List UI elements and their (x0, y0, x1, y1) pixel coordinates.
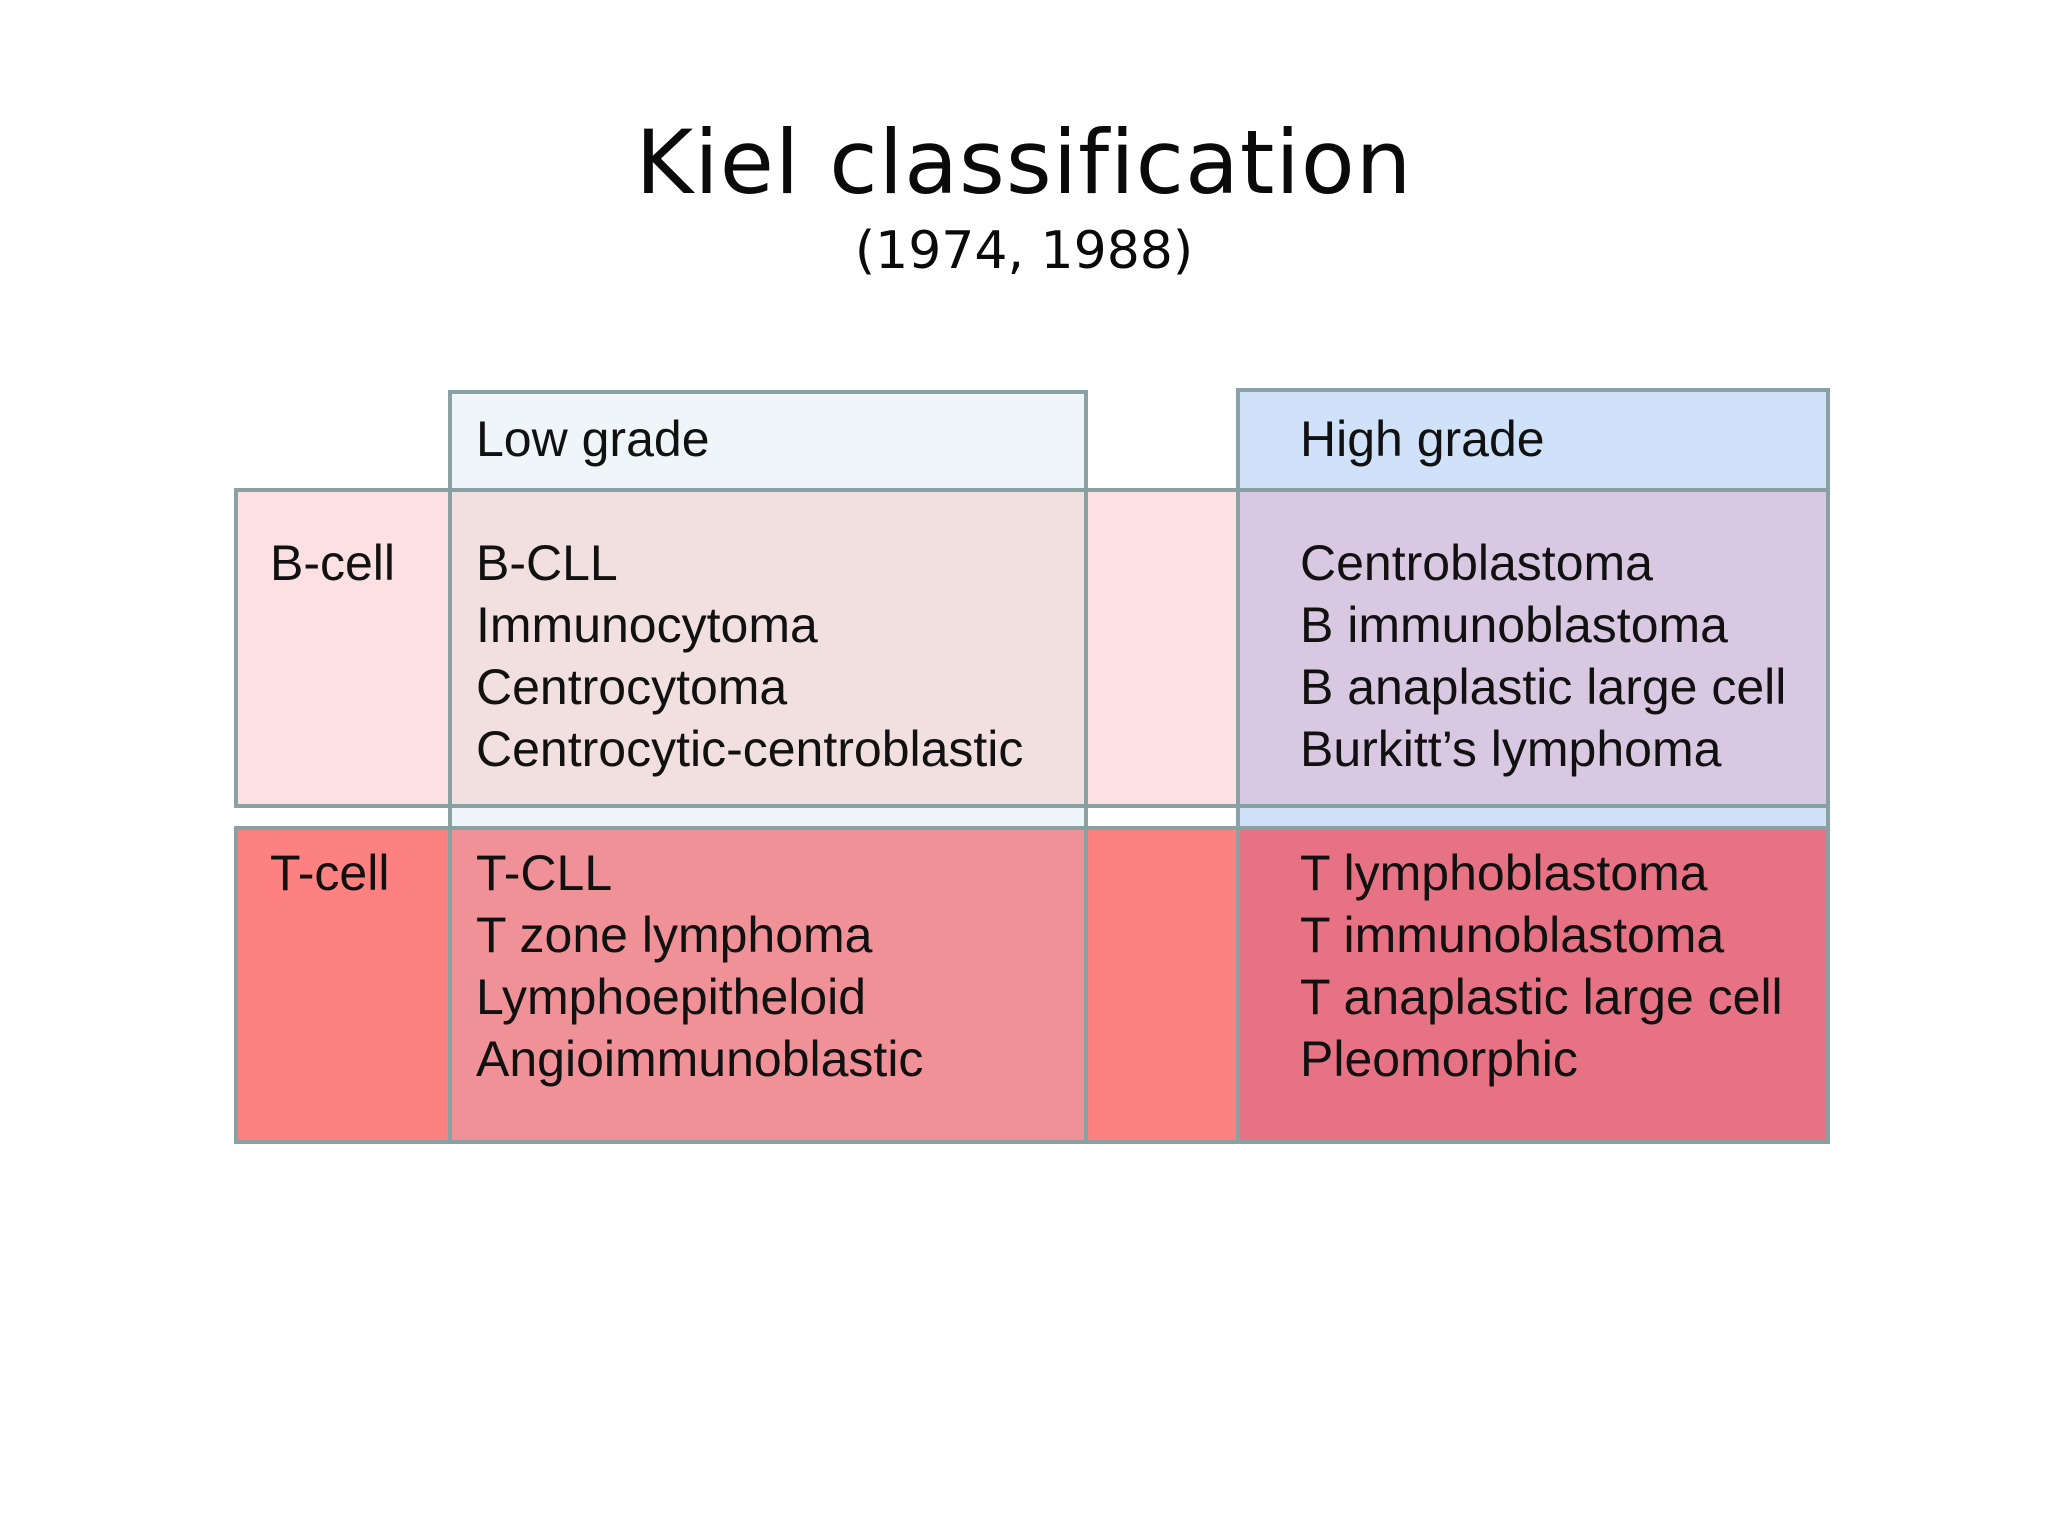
list-item: B anaplastic large cell (1300, 659, 1787, 715)
list-item: Lymphoepitheloid (476, 969, 867, 1025)
list-item: Centroblastoma (1300, 535, 1653, 591)
t-cell-label: T-cell (270, 845, 390, 901)
list-item: B-CLL (476, 535, 618, 591)
list-item: B immunoblastoma (1300, 597, 1728, 653)
high-grade-header: High grade (1300, 411, 1545, 467)
b-cell-label: B-cell (270, 535, 396, 591)
slide-subtitle: (1974, 1988) (854, 221, 1194, 281)
b-cell-low-grade-list: B-CLL Immunocytoma Centrocytoma Centrocy… (476, 532, 1023, 780)
list-item: Centrocytoma (476, 659, 788, 715)
list-item: Immunocytoma (476, 597, 818, 653)
slide-title: Kiel classification (635, 111, 1413, 214)
list-item: Pleomorphic (1300, 1031, 1578, 1087)
list-item: T-CLL (476, 845, 613, 901)
list-item: T immunoblastoma (1300, 907, 1725, 963)
list-item: Centrocytic-centroblastic (476, 721, 1024, 777)
t-cell-low-grade-cell (448, 826, 1088, 1144)
list-item: T anaplastic large cell (1300, 969, 1783, 1025)
low-grade-header: Low grade (476, 411, 710, 467)
b-cell-high-grade-list: Centroblastoma B immunoblastoma B anapla… (1300, 532, 1786, 780)
t-cell-low-grade-list: T-CLL T zone lymphoma Lymphoepitheloid A… (476, 842, 923, 1090)
b-cell-low-grade-cell (448, 488, 1088, 808)
t-cell-high-grade-cell (1236, 826, 1830, 1144)
list-item: T lymphoblastoma (1300, 845, 1708, 901)
list-item: Burkitt’s lymphoma (1300, 721, 1722, 777)
list-item: Angioimmunoblastic (476, 1031, 924, 1087)
b-cell-high-grade-cell (1236, 488, 1830, 808)
list-item: T zone lymphoma (476, 907, 873, 963)
t-cell-high-grade-list: T lymphoblastoma T immunoblastoma T anap… (1300, 842, 1783, 1090)
